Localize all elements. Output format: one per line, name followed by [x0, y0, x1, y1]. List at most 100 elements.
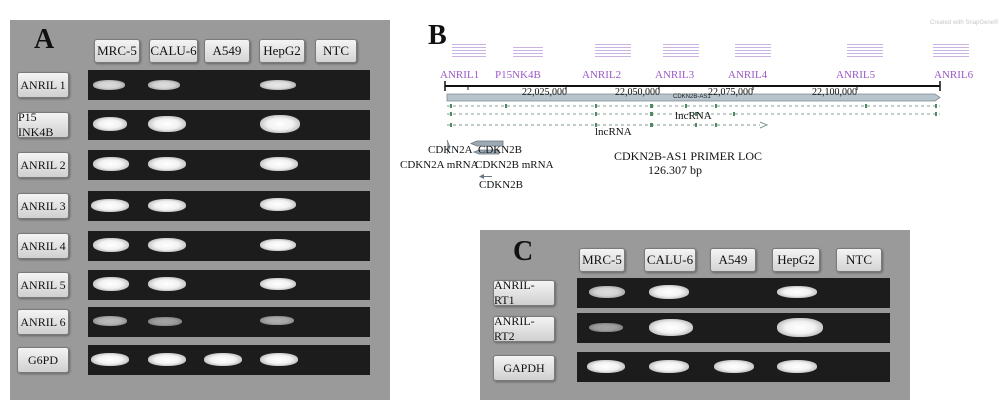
primer-label-anril6: ANRIL6: [934, 69, 974, 81]
col-label-a549: A549: [710, 248, 756, 272]
gel-lane-anril6: [88, 307, 370, 337]
band: [148, 238, 186, 252]
genome-map-graphics: [444, 81, 941, 179]
row-label-anril-rt2: ANRIL-RT2: [493, 314, 555, 343]
primer-label-anril3: ANRIL3: [655, 69, 695, 81]
band: [204, 353, 242, 366]
map-length: 126.307 bp: [648, 163, 702, 177]
panel-a-letter: A: [34, 24, 55, 55]
col-label-mrc5: MRC-5: [579, 248, 625, 272]
band: [93, 316, 127, 326]
band: [260, 316, 294, 325]
band: [93, 80, 125, 90]
primer-mark-anril6: [933, 43, 969, 57]
band: [260, 353, 298, 366]
band: [148, 353, 186, 366]
band: [148, 80, 180, 90]
band: [260, 115, 300, 133]
band: [649, 319, 693, 336]
band: [260, 80, 296, 90]
tick-label-1: 22,025,000: [522, 87, 567, 98]
primer-label-anril2: ANRIL2: [582, 69, 622, 81]
primer-label-anril5: ANRIL5: [836, 69, 876, 81]
primer-label-anril4: ANRIL4: [728, 69, 768, 81]
row-label-anril1: ANRIL 1: [17, 72, 69, 98]
snapgene-watermark: Created with SnapGene®: [930, 20, 999, 26]
band: [587, 360, 625, 373]
row-label-p15ink4b: P15 INK4B: [17, 110, 69, 139]
band: [91, 353, 129, 366]
band: [649, 285, 689, 299]
gel-lane-anril2: [88, 150, 370, 180]
row-label-g6pd: G6PD: [17, 347, 69, 373]
gel-lane-p15ink4b: [88, 110, 370, 140]
band: [148, 277, 186, 291]
gel-lane-anril-rt2: [577, 313, 890, 343]
primer-mark-anril3: [663, 43, 699, 57]
row-label-anril3: ANRIL 3: [17, 193, 69, 219]
band: [589, 323, 623, 332]
primer-mark-anril1: [452, 43, 486, 57]
band: [260, 157, 298, 171]
lncrna-label-upper: lncRNA: [675, 110, 712, 122]
col-label-mrc5: MRC-5: [94, 39, 140, 63]
row-label-gapdh: GAPDH: [493, 355, 555, 381]
band: [260, 198, 296, 211]
band: [714, 360, 754, 373]
band: [148, 116, 186, 132]
band: [148, 157, 186, 171]
gel-lane-g6pd: [88, 345, 370, 375]
band: [93, 277, 129, 291]
col-label-ntc: NTC: [836, 248, 882, 272]
row-label-anril2: ANRIL 2: [17, 152, 69, 178]
col-label-a549: A549: [204, 39, 250, 63]
primer-mark-anril2: [595, 43, 631, 57]
panel-a: A MRC-5 CALU-6 A549 HepG2 NTC ANRIL 1 P1…: [10, 20, 390, 400]
map-title: CDKN2B-AS1 PRIMER LOC: [614, 149, 763, 163]
band: [649, 360, 689, 373]
tick-label-4: 22,100,000: [812, 87, 857, 98]
band: [93, 238, 129, 252]
row-label-anril6: ANRIL 6: [17, 309, 69, 335]
gel-lane-anril3: [88, 191, 370, 221]
feature-label: CDKN2B-AS1: [673, 94, 711, 100]
band: [91, 199, 129, 212]
band: [260, 278, 296, 290]
primer-mark-anril5: [847, 43, 883, 57]
primer-label-anril1: ANRIL1: [440, 69, 480, 81]
band: [777, 286, 817, 298]
col-label-calu6: CALU-6: [149, 39, 198, 63]
primer-mark-anril4: [735, 43, 771, 57]
band: [777, 360, 817, 373]
gel-lane-anril1: [88, 70, 370, 100]
band: [148, 199, 186, 212]
panel-c: C MRC-5 CALU-6 A549 HepG2 NTC ANRIL-RT1 …: [480, 230, 910, 400]
gel-lane-anril5: [88, 270, 370, 300]
gel-lane-anril-rt1: [577, 278, 890, 308]
primer-mark-p15nk4b: [513, 45, 543, 57]
gene-label-cdkn2a-mrna: CDKN2A mRNA: [400, 159, 479, 171]
row-label-anril5: ANRIL 5: [17, 272, 69, 298]
tick-label-3: 22,075,000: [708, 87, 753, 98]
panel-b-letter: B: [428, 20, 447, 51]
band: [93, 157, 129, 171]
panel-c-letter: C: [513, 236, 534, 267]
tick-label-2: 22,050,000: [615, 87, 660, 98]
row-label-anril-rt1: ANRIL-RT1: [493, 278, 555, 307]
gene-label-cdkn2b-2: CDKN2B: [479, 179, 524, 191]
gel-lane-gapdh: [577, 352, 890, 382]
col-label-hepg2: HepG2: [772, 248, 820, 272]
band: [777, 318, 823, 337]
gene-label-cdkn2b-mrna: CDKN2B mRNA: [475, 159, 554, 171]
panel-b: B Created with SnapGene® ANRIL1 P15NK4B …: [395, 10, 999, 210]
col-label-ntc: NTC: [315, 39, 357, 63]
band: [260, 239, 296, 251]
gel-lane-anril4: [88, 231, 370, 261]
band: [93, 117, 127, 131]
gene-label-cdkn2b: CDKN2B: [478, 144, 523, 156]
lncrna-label-lower: lncRNA: [595, 126, 632, 138]
gene-label-cdkn2a: CDKN2A: [428, 144, 473, 156]
col-label-hepg2: HepG2: [259, 39, 305, 63]
band: [148, 317, 182, 326]
band: [589, 286, 625, 298]
